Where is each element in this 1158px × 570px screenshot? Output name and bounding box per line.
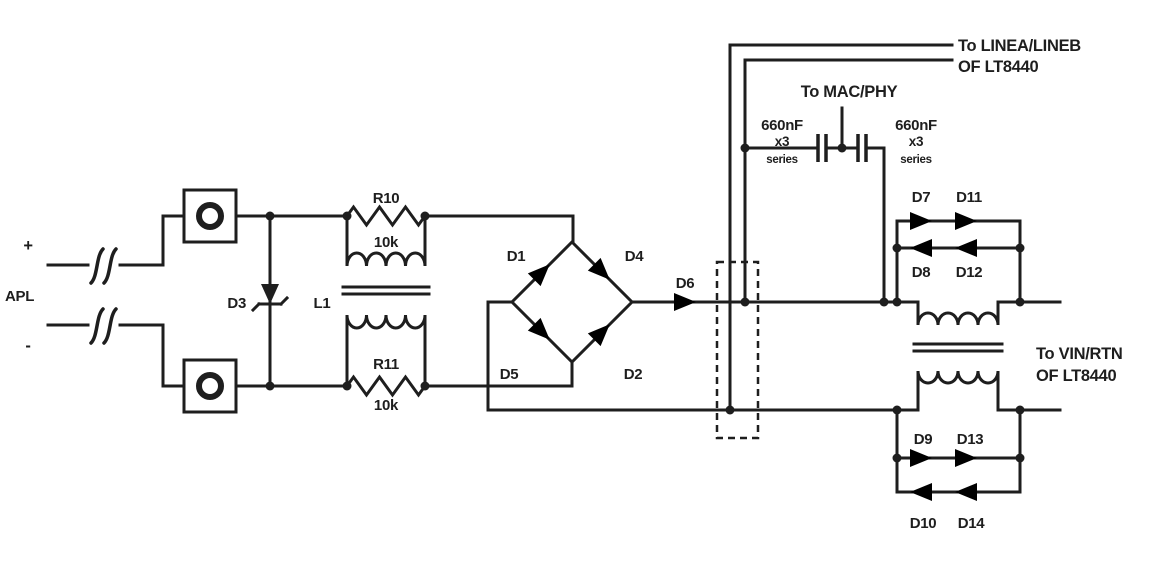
connector-box (182, 188, 238, 244)
label-plus-terminal: + (23, 237, 32, 255)
cm-choke-bottom-winding (916, 370, 1000, 412)
capacitor-right-plates (856, 134, 868, 162)
label-r11: R11 (373, 356, 399, 373)
coupling-boundary-box (715, 260, 760, 440)
choke-l1-top-winding (345, 214, 427, 267)
clamp-diode-d7-icon (910, 211, 932, 231)
cm-choke-core (912, 342, 1004, 353)
connector-pin-icon (196, 202, 224, 230)
label-cap-left-note: series (766, 154, 797, 166)
label-cap-right-note: series (900, 154, 931, 166)
capacitor-left-plates (816, 134, 828, 162)
label-d8: D8 (912, 264, 931, 281)
label-d12: D12 (956, 264, 983, 281)
label-d3: D3 (227, 295, 246, 312)
choke-l1-bottom-winding (345, 314, 427, 388)
wire-coupling-run (743, 146, 886, 304)
clamp-diode-d9-icon (910, 448, 932, 468)
clamp-top-rows (895, 219, 1022, 304)
label-cap-right-mult: x3 (909, 134, 924, 149)
clamp-diode-d12-icon (955, 238, 977, 258)
label-l1: L1 (314, 295, 331, 312)
label-d1: D1 (507, 248, 526, 265)
clamp-diode-d10-icon (910, 482, 932, 502)
clamp-diode-d13-icon (955, 448, 977, 468)
label-d5: D5 (500, 366, 519, 383)
connector-jack-top (182, 188, 238, 244)
wire-to-bridge-bottom (423, 360, 574, 388)
clamp-diode-d11-icon (955, 211, 977, 231)
label-to-vin-rtn: To VIN/RTN (1036, 345, 1123, 363)
wire-return-bus (486, 300, 920, 412)
label-cap-right-value: 660nF (895, 117, 937, 134)
label-d9: D9 (914, 431, 933, 448)
label-of-lt8440-top: OF LT8440 (958, 58, 1039, 76)
label-d14: D14 (958, 515, 986, 532)
bridge-diamond (509, 239, 635, 365)
label-d6: D6 (676, 275, 695, 292)
connector-pin-icon (196, 372, 224, 400)
label-r11-value: 10k (374, 397, 399, 414)
cable-break-icon (89, 307, 118, 345)
clamp-diode-d14-icon (955, 482, 977, 502)
label-r10-value: 10k (374, 234, 399, 251)
wire-linea (728, 43, 954, 412)
tvs-d3-icon (250, 284, 290, 313)
label-of-lt8440-right: OF LT8440 (1036, 367, 1117, 385)
label-d13: D13 (957, 431, 984, 448)
connector-jack-bottom (182, 358, 238, 414)
wire-segments (46, 43, 1062, 494)
choke-l1-core (341, 285, 431, 296)
label-cap-left-mult: x3 (775, 134, 790, 149)
junction-dots (265, 143, 1025, 463)
wire-cable-bottom (46, 323, 186, 388)
series-diode-d6-icon (674, 292, 696, 312)
label-d4: D4 (625, 248, 645, 265)
label-r10: R10 (373, 190, 400, 207)
label-d10: D10 (910, 515, 937, 532)
label-apl: APL (5, 288, 34, 305)
label-to-mac-phy: To MAC/PHY (801, 83, 898, 101)
cm-choke-top-winding (916, 300, 1000, 326)
connector-box (182, 358, 238, 414)
cable-break-icon (89, 247, 118, 285)
label-d7: D7 (912, 189, 931, 206)
label-to-linea-lineb: To LINEA/LINEB (958, 37, 1081, 55)
wire-lineb (743, 58, 954, 304)
resistor-r10 (344, 204, 428, 228)
wire-cable-top (46, 214, 186, 267)
label-d11: D11 (956, 189, 982, 206)
label-cap-left-value: 660nF (761, 117, 803, 134)
clamp-diode-d8-icon (910, 238, 932, 258)
label-minus-terminal: - (25, 337, 30, 355)
label-d2: D2 (624, 366, 643, 383)
wire-to-bridge-top (423, 214, 575, 244)
resistor-r11 (344, 374, 428, 398)
